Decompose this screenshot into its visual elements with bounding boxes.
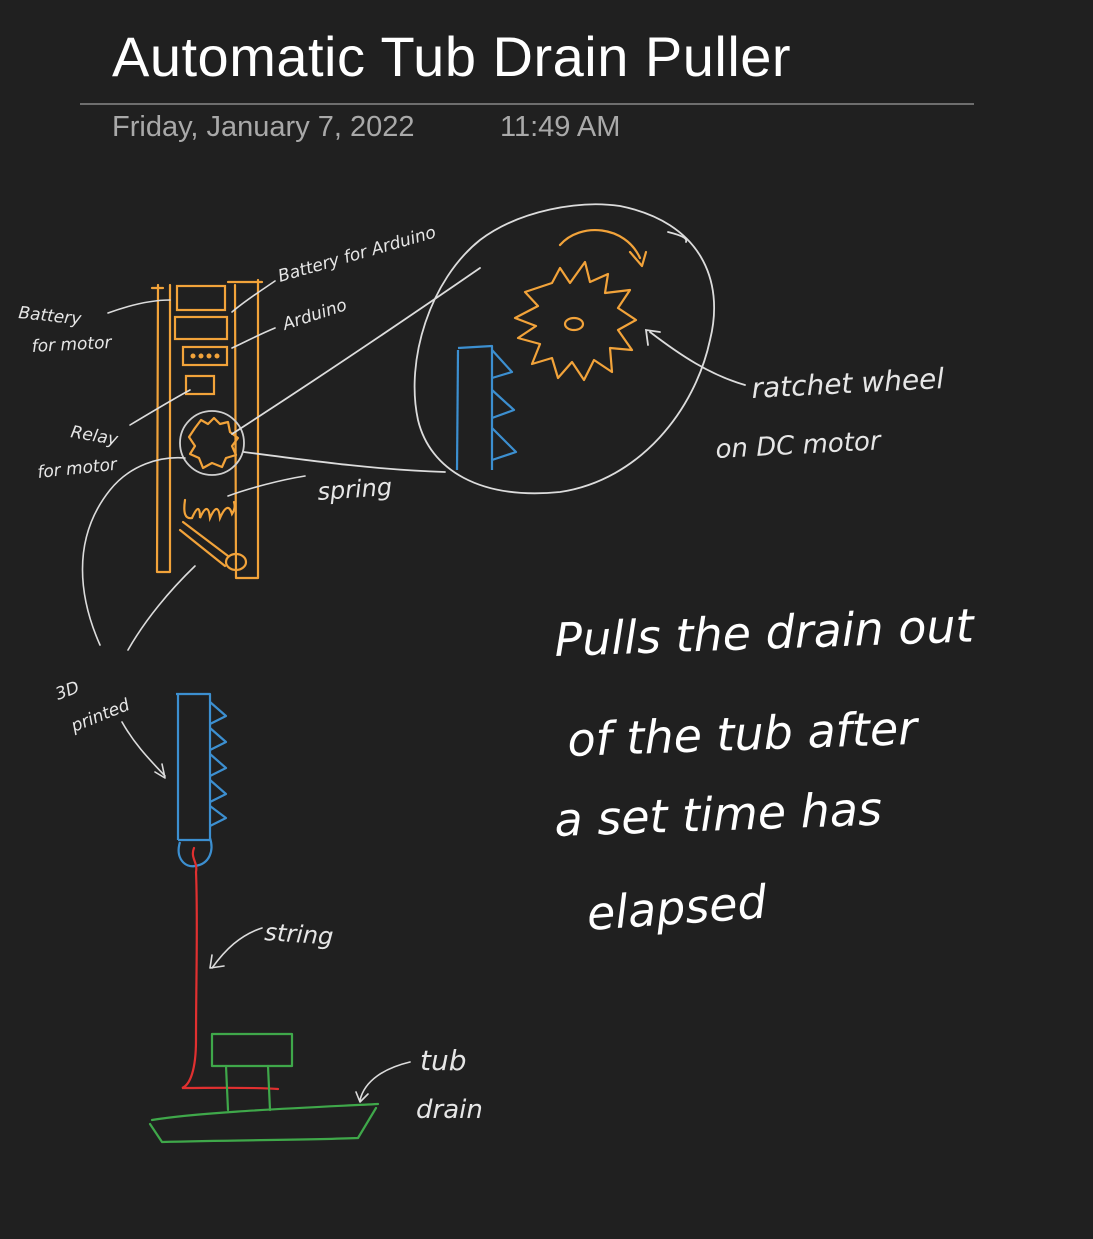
label-ratchet-1: ratchet wheel bbox=[751, 362, 945, 405]
battery-for-arduino bbox=[175, 284, 227, 312]
label-3d-1: 3D bbox=[53, 678, 82, 705]
tub-drain bbox=[148, 1032, 380, 1144]
label-spring: spring bbox=[316, 473, 392, 506]
ratchet-pointer bbox=[644, 231, 746, 386]
drain-lever bbox=[178, 520, 248, 572]
small-ratchet-wheel bbox=[187, 416, 240, 470]
label-drain: drain bbox=[416, 1095, 483, 1125]
label-ratchet-2: on DC motor bbox=[715, 426, 884, 465]
label-3d-2: printed bbox=[67, 695, 132, 737]
note-line-1: Pulls the drain out bbox=[553, 598, 976, 667]
note-line-4: elapsed bbox=[585, 874, 769, 940]
printed-rack bbox=[176, 692, 228, 868]
device-housing bbox=[150, 278, 264, 580]
large-ratchet-rack bbox=[455, 344, 518, 471]
zoom-callout bbox=[231, 203, 715, 495]
large-ratchet-wheel bbox=[513, 229, 648, 382]
label-battery-arduino: Battery for Arduino bbox=[276, 223, 438, 287]
page-title: Automatic Tub Drain Puller bbox=[112, 25, 792, 88]
label-relay-2: for motor bbox=[36, 455, 118, 483]
relay-module bbox=[184, 374, 216, 396]
page-date: Friday, January 7, 2022 bbox=[112, 111, 415, 143]
label-tub: tub bbox=[420, 1044, 467, 1077]
note-line-2: of the tub after bbox=[566, 701, 920, 767]
label-string: string bbox=[264, 918, 335, 951]
spring bbox=[183, 498, 236, 523]
label-relay-1: Relay bbox=[69, 422, 120, 450]
leader-lines bbox=[81, 280, 411, 1103]
string bbox=[181, 846, 280, 1091]
zoom-source-circle bbox=[179, 410, 245, 476]
label-battery-motor-2: for motor bbox=[31, 333, 113, 357]
title-divider bbox=[80, 103, 974, 105]
note-line-3: a set time has bbox=[553, 782, 882, 847]
label-battery-motor-1: Battery bbox=[17, 303, 83, 330]
battery-for-motor bbox=[173, 315, 229, 341]
arduino-board bbox=[181, 345, 229, 367]
page-time: 11:49 AM bbox=[500, 111, 621, 143]
label-arduino: Arduino bbox=[279, 295, 349, 335]
